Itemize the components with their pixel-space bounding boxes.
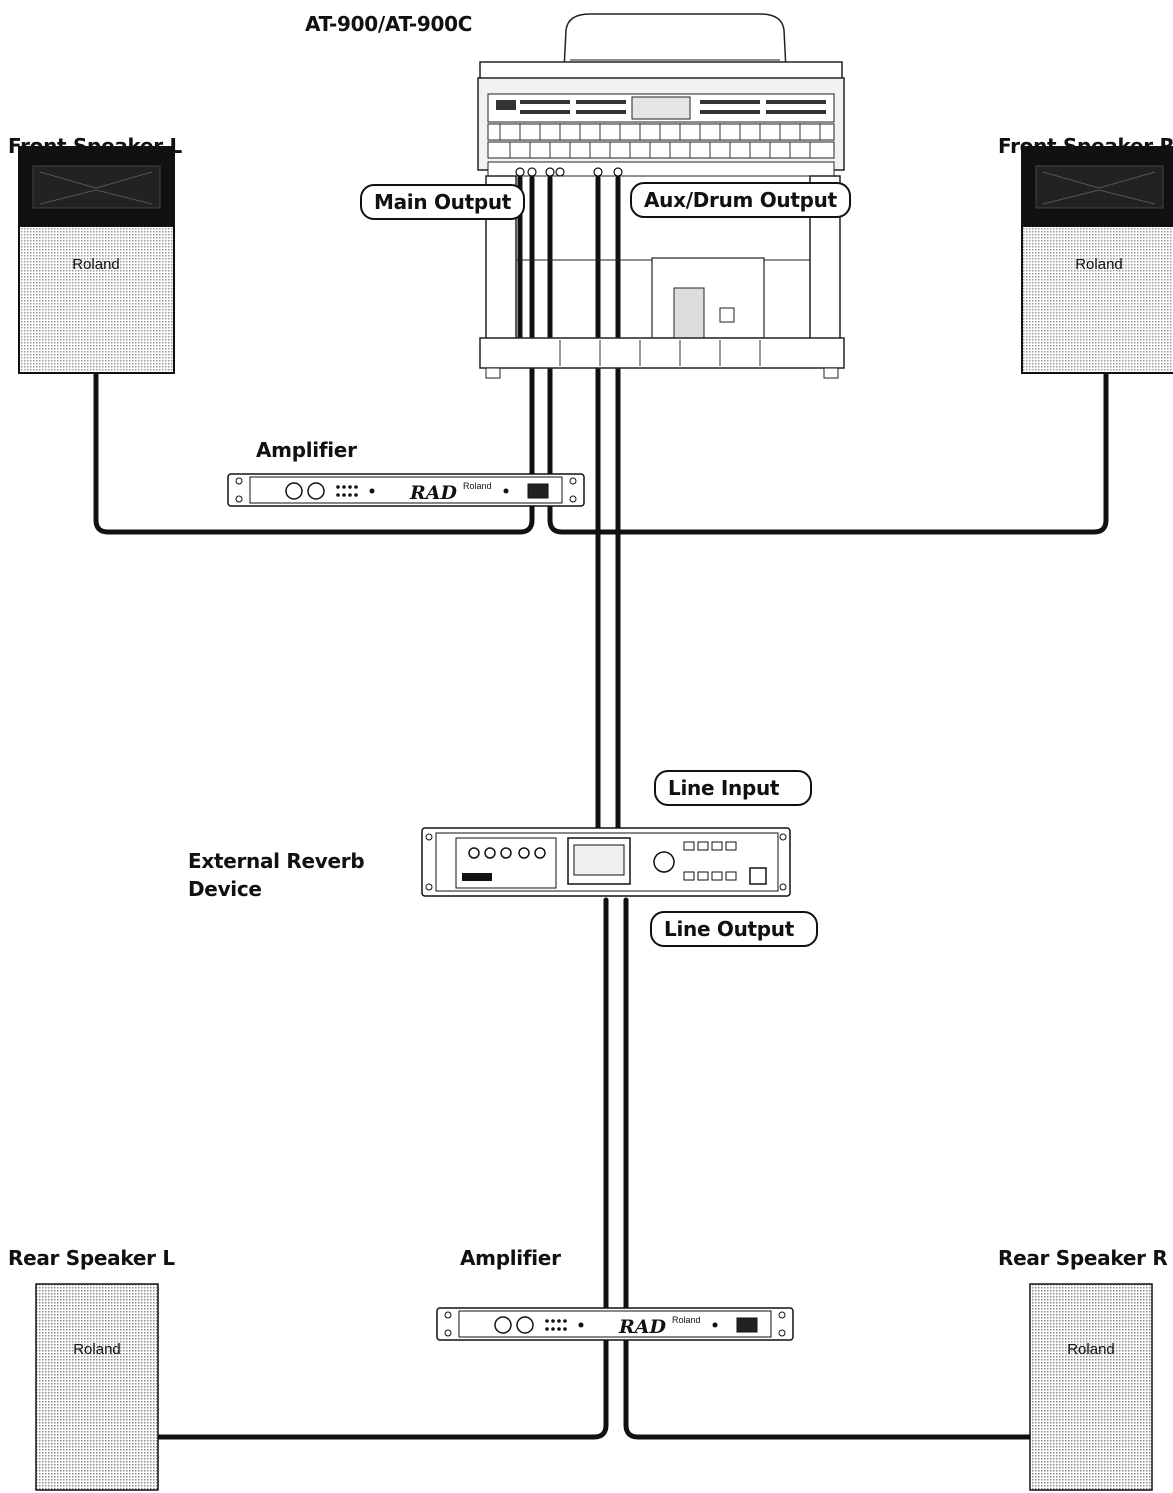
cable-rear-left	[147, 897, 609, 1440]
cable-front-right	[547, 347, 1109, 535]
reverb-label-line2: Device	[188, 877, 262, 901]
line-output-tag: Line Output	[650, 911, 818, 947]
reverb-label-line1: External Reverb	[188, 849, 365, 873]
main-output-tag: Main Output	[360, 184, 526, 220]
amplifier-front-model: RAD	[409, 482, 458, 504]
aux-drum-output-tag: Aux/Drum Output	[630, 182, 851, 218]
rear-speaker-right-brand: Roland	[1067, 1341, 1115, 1358]
cable-front-left	[93, 347, 535, 535]
amplifier-rear-brand: Roland	[672, 1315, 701, 1325]
amplifier-rear-model: RAD	[618, 1316, 667, 1338]
rear-speaker-right	[1029, 1283, 1153, 1491]
amplifier-front	[227, 473, 585, 507]
line-input-tag: Line Input	[654, 770, 812, 806]
reverb-device	[421, 827, 791, 897]
rear-speaker-left-label: Rear Speaker L	[8, 1246, 175, 1270]
amplifier-rear-label: Amplifier	[460, 1246, 561, 1270]
front-speaker-left-label: Front Speaker L	[8, 134, 182, 158]
amplifier-rear	[436, 1307, 794, 1341]
rear-speaker-left-brand: Roland	[73, 1341, 121, 1358]
front-speaker-left-brand: Roland	[72, 256, 120, 273]
organ-title: AT-900/AT-900C	[305, 12, 473, 36]
output-jacks	[515, 167, 623, 177]
organ-buttons	[496, 100, 826, 114]
front-speaker-left	[18, 146, 175, 374]
rear-speaker-right-label: Rear Speaker R	[998, 1246, 1168, 1270]
amplifier-front-label: Amplifier	[256, 438, 357, 462]
organ-unit	[477, 13, 845, 379]
rear-speaker-left	[35, 1283, 159, 1491]
front-speaker-right-label: Front Speaker R	[998, 134, 1173, 158]
front-speaker-right-brand: Roland	[1075, 256, 1123, 273]
front-speaker-right	[1021, 146, 1173, 374]
amplifier-front-brand: Roland	[463, 481, 492, 491]
cable-rear-right	[623, 897, 1033, 1440]
cables	[93, 175, 1109, 1440]
